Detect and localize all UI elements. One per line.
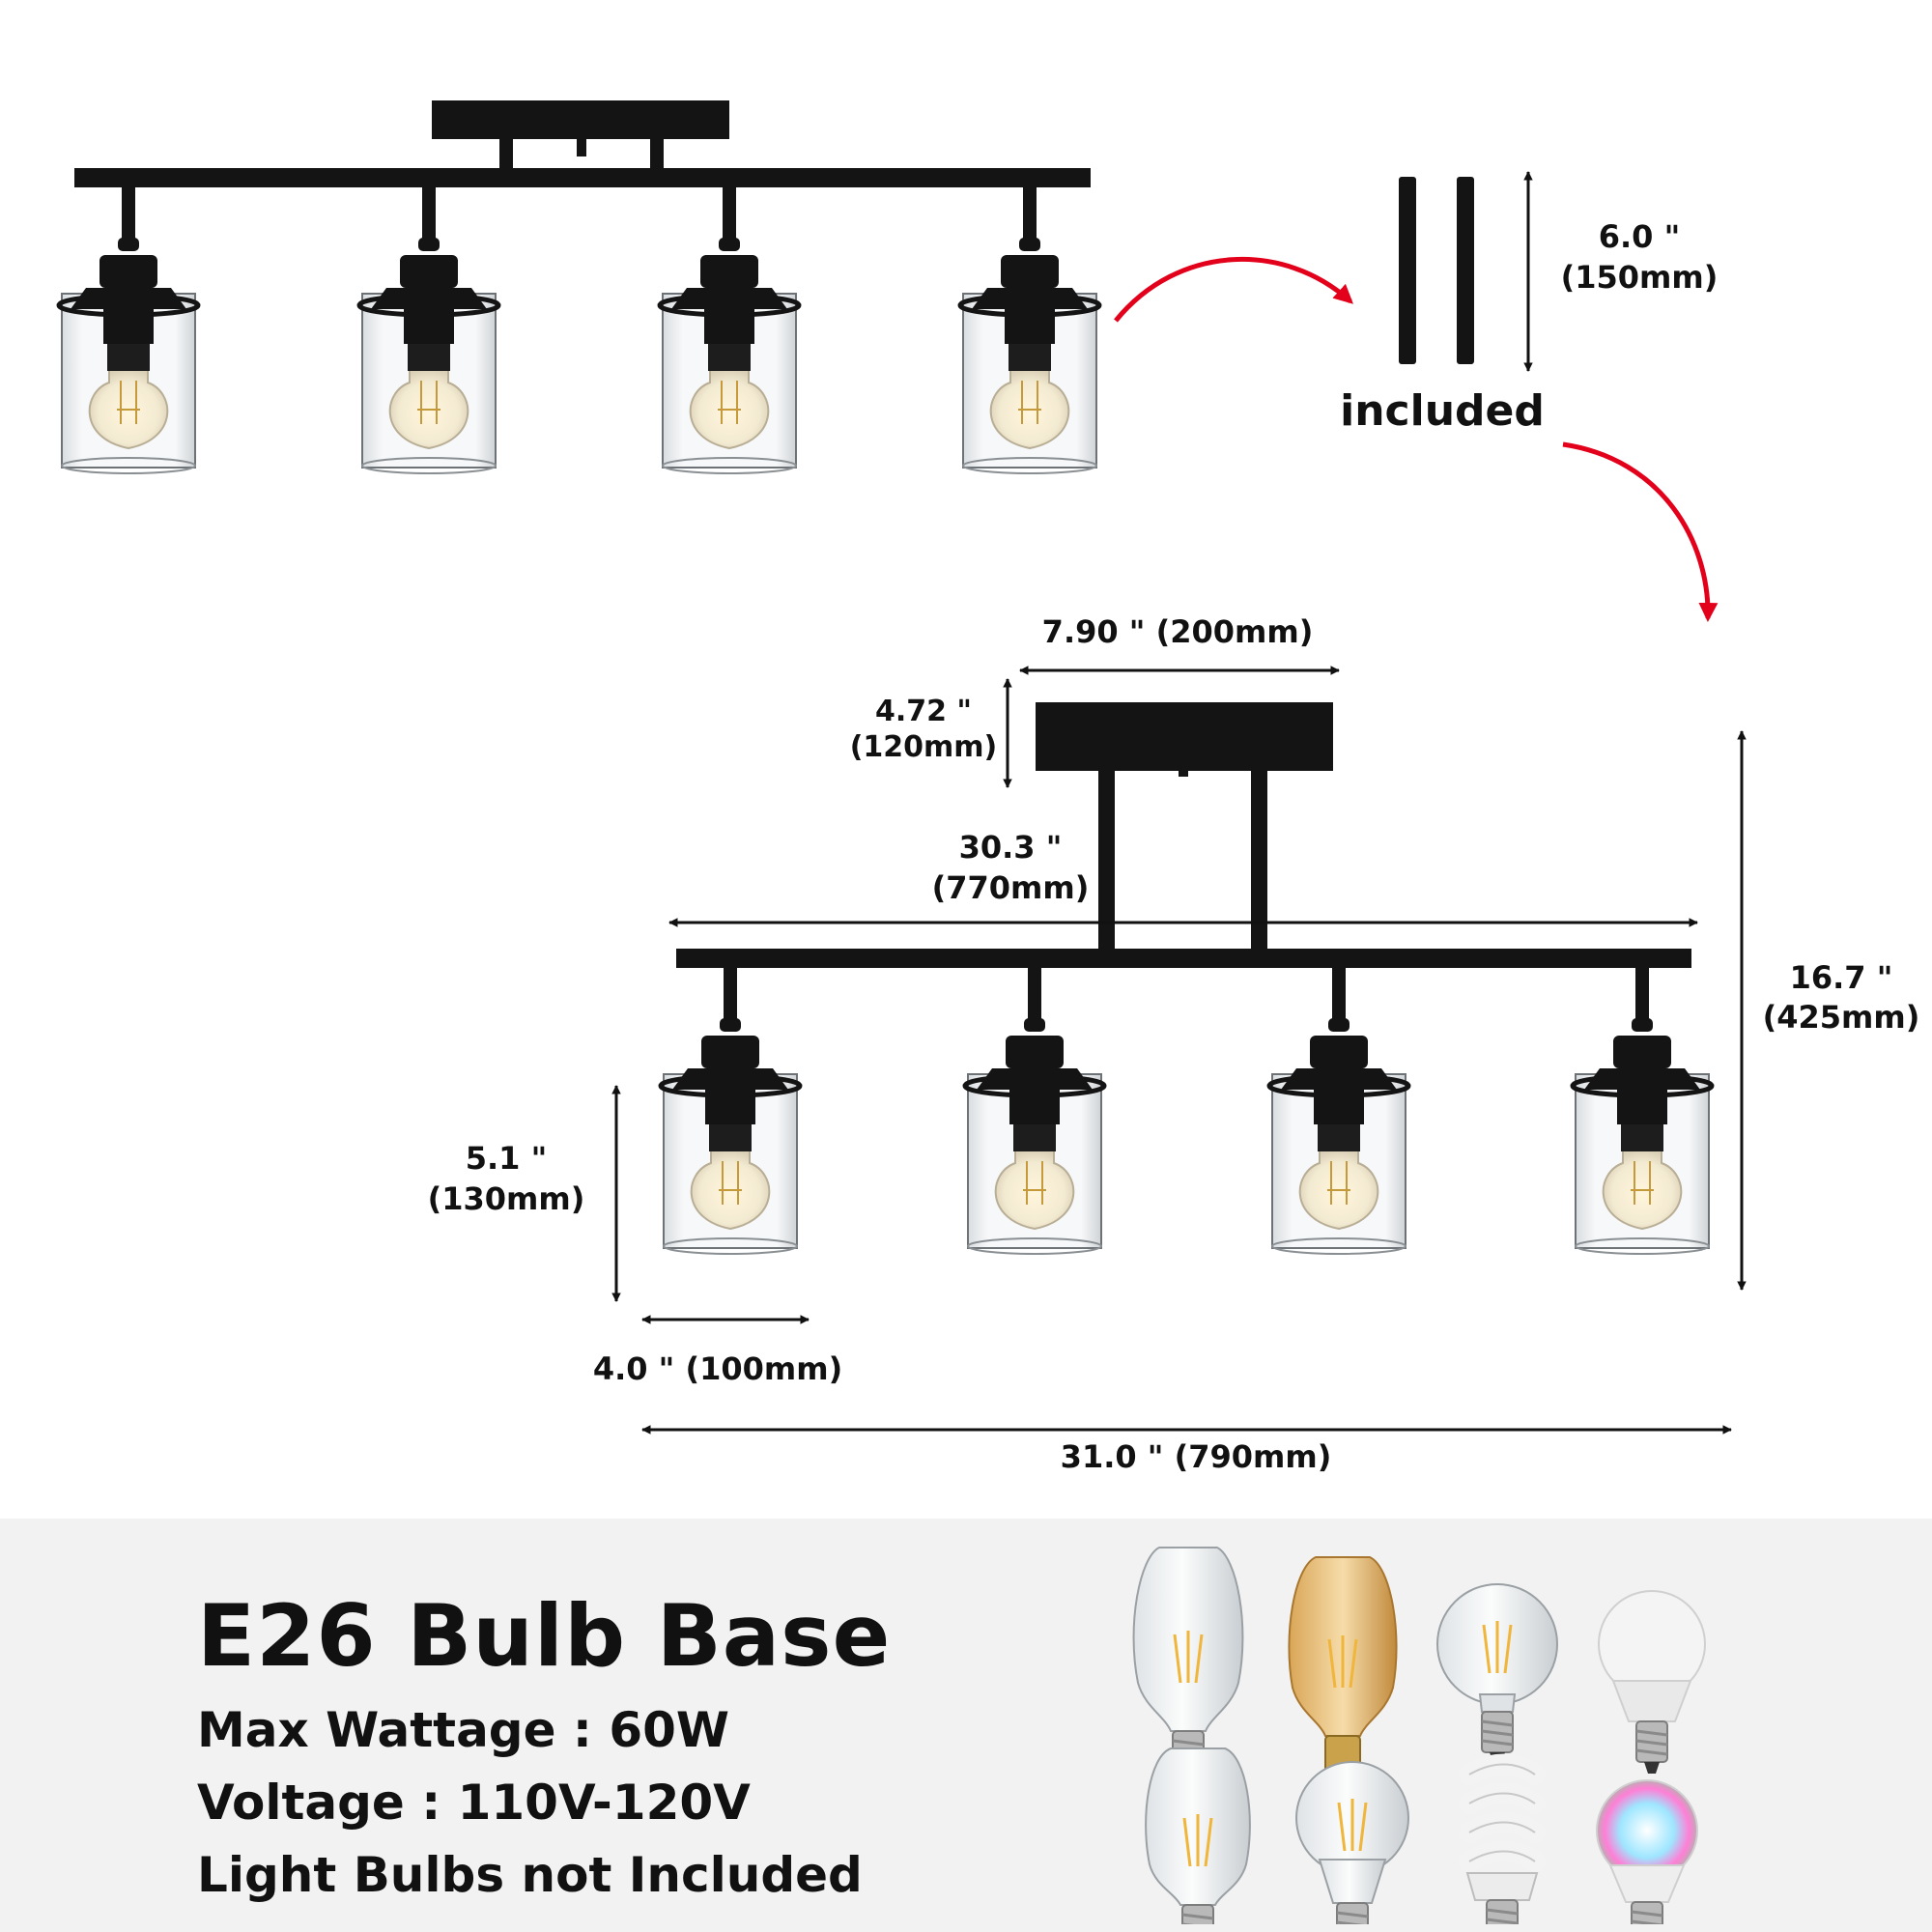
bulb-base-title: E26 Bulb Base [197,1586,892,1686]
bulb-info-panel: E26 Bulb Base Max Wattage : 60W Voltage … [0,1519,1932,1932]
canopy-height-mm-label: (120mm) [850,730,998,764]
pipe-length-mm-label: (150mm) [1561,259,1719,296]
canopy-width-label: 7.90 " (200mm) [1042,613,1314,650]
bulbs-not-included-text: Light Bulbs not Included [197,1847,863,1903]
shade-height-label: 5.1 " [466,1140,548,1177]
globe-bulb-icon [1436,1583,1558,1766]
pipe-length-label: 6.0 " [1599,218,1681,255]
arrow-to-pipes [1114,256,1353,323]
canopy-height-label: 4.72 " [875,695,972,728]
rgb-smart-bulb-icon [1596,1779,1698,1924]
extension-pipes: 6.0 " (150mm) included [1340,171,1719,436]
fixture-top [59,100,1099,473]
mounting-bar [676,949,1691,968]
total-width-label: 31.0 " (790mm) [1061,1438,1332,1475]
dimension-lines [611,666,1747,1435]
compatible-bulbs-illustration [1132,1547,1706,1924]
bar-length-label: 30.3 " [959,829,1063,866]
st64-bulb-icon [1132,1547,1244,1785]
dimension-labels: 7.90 " (200mm) 4.72 " (120mm) 30.3 " (77… [428,613,1920,1475]
max-wattage-text: Max Wattage : 60W [197,1702,730,1758]
total-height-mm-label: (425mm) [1763,999,1920,1036]
amber-edison-bulb-icon [1288,1556,1398,1786]
mounting-bar [74,168,1091,187]
pipes-included-label: included [1340,386,1545,436]
st58-bulb-icon [1145,1747,1251,1924]
arrow-to-dimensions [1562,441,1719,622]
voltage-text: Voltage : 110V-120V [197,1775,751,1831]
shade-width-label: 4.0 " (100mm) [593,1350,842,1387]
led-a19-bulb-icon [1598,1590,1706,1776]
cfl-spiral-bulb-icon [1459,1753,1546,1924]
a19-filament-bulb-icon [1295,1761,1409,1924]
bar-length-mm-label: (770mm) [932,869,1090,906]
total-height-label: 16.7 " [1790,959,1893,996]
shade-height-mm-label: (130mm) [428,1180,585,1217]
canopy [432,100,729,139]
fixture-bottom [661,702,1712,1254]
